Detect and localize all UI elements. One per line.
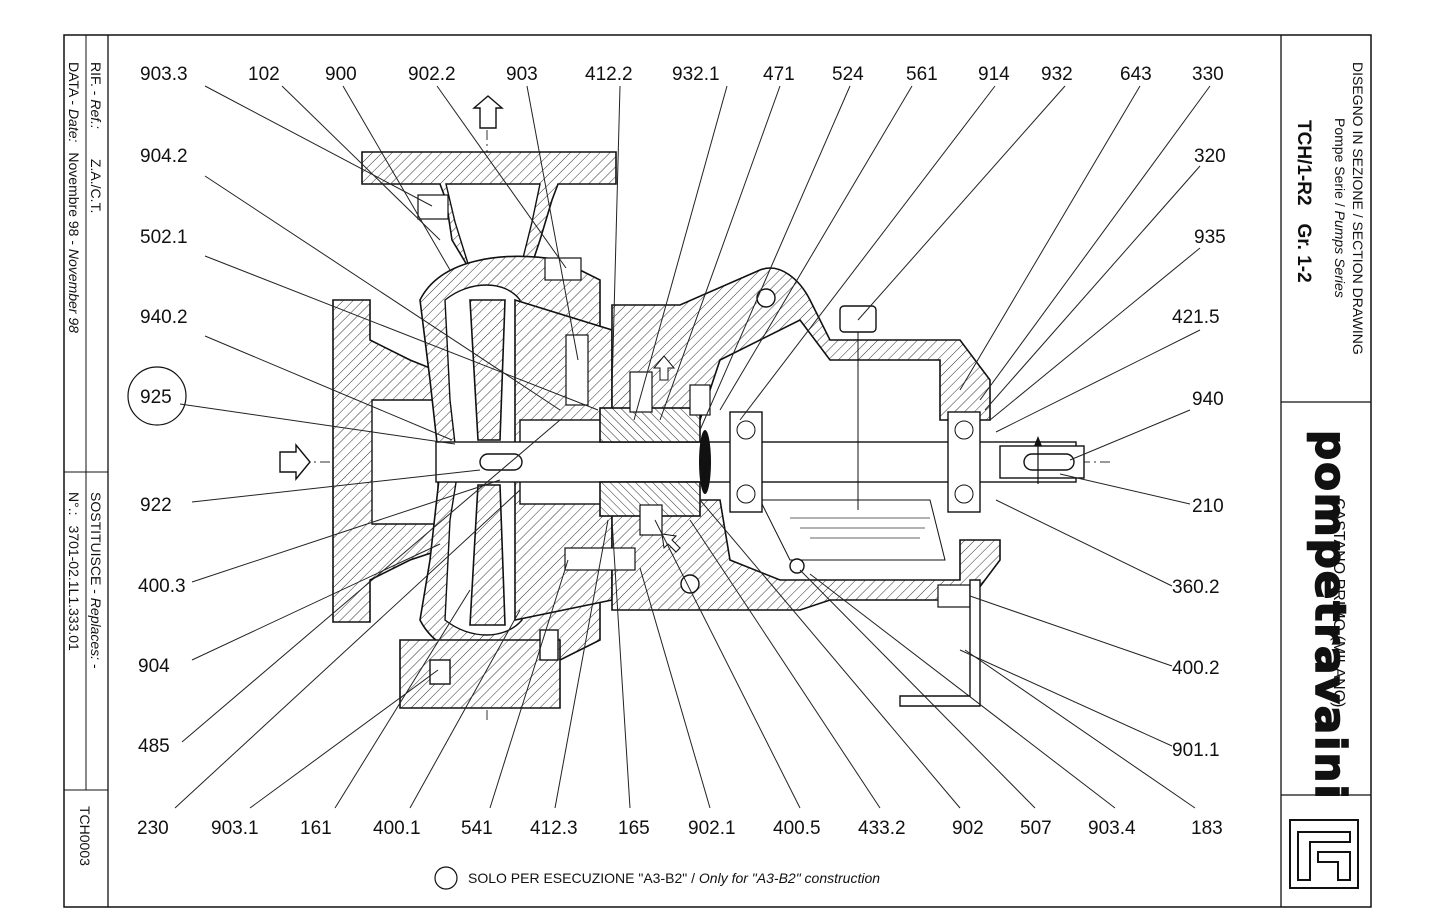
part-labels-right: 320 935 421.5 940 210 360.2 400.2 901.1: [1172, 146, 1226, 761]
part-label: 903.1: [211, 818, 259, 839]
drawing-heading: DISEGNO IN SEZIONE / SECTION DRAWING: [1350, 62, 1366, 355]
part-labels-top: 903.3 102 900 902.2 903 412.2 932.1 471 …: [140, 64, 1224, 85]
part-label: 507: [1020, 818, 1052, 839]
ref-line: RIF. - Ref.:Z.A./C.T.: [88, 62, 104, 213]
part-label: 903: [506, 64, 538, 85]
part-label: 421.5: [1172, 307, 1220, 328]
bearing-rear: [947, 411, 981, 513]
part-label: 932: [1041, 64, 1073, 85]
part-label: 485: [138, 736, 170, 757]
part-label: 412.3: [530, 818, 578, 839]
part-label: 433.2: [858, 818, 906, 839]
footnote-text: SOLO PER ESECUZIONE "A3-B2" / Only for "…: [468, 870, 880, 886]
suction-flow-arrow-icon: [279, 443, 311, 481]
part-label: 400.3: [138, 576, 186, 597]
part-label: 902.1: [688, 818, 736, 839]
date-line: DATA - Date:Novembre 98 - November 98: [66, 62, 82, 333]
part-label: 541: [461, 818, 493, 839]
replaces-line: SOSTITUISCE - Replaces: -: [88, 492, 104, 669]
part-label: 643: [1120, 64, 1152, 85]
part-label: 904.2: [140, 146, 188, 167]
part-label: 412.2: [585, 64, 633, 85]
part-label: 940: [1192, 389, 1224, 410]
part-label: 914: [978, 64, 1010, 85]
series-label: Pompe Serie / Pumps Series: [1332, 118, 1348, 298]
part-label: 935: [1194, 227, 1226, 248]
part-label: 502.1: [140, 227, 188, 248]
oil-flow-arrow-icon: [652, 355, 676, 381]
part-label: 400.2: [1172, 658, 1220, 679]
bearing-front: [729, 411, 763, 513]
part-label: 360.2: [1172, 577, 1220, 598]
part-label: 903.4: [1088, 818, 1136, 839]
part-label: 940.2: [140, 307, 188, 328]
part-label: 524: [832, 64, 864, 85]
part-label: 901.1: [1172, 740, 1220, 761]
part-label: 925: [140, 387, 172, 408]
discharge-flow-arrow-icon: [472, 95, 504, 129]
part-label: 922: [140, 495, 172, 516]
optional-part-circle: [127, 366, 187, 426]
part-label: 161: [300, 818, 332, 839]
part-label: 903.3: [140, 64, 188, 85]
part-label: 900: [325, 64, 357, 85]
part-label: 165: [618, 818, 650, 839]
part-label: 102: [248, 64, 280, 85]
part-label: 400.1: [373, 818, 421, 839]
part-label: 932.1: [672, 64, 720, 85]
optional-marker-icon: [434, 866, 458, 890]
part-label: 210: [1192, 496, 1224, 517]
leader-lines: [174, 85, 1211, 809]
part-label: 330: [1192, 64, 1224, 85]
footnote: SOLO PER ESECUZIONE "A3-B2" / Only for "…: [434, 866, 880, 890]
part-label: 183: [1191, 818, 1223, 839]
company-location: CASTANO PRIMO (MILANO): [1330, 498, 1347, 708]
model-code: TCH/1-R2Gr. 1-2: [1293, 120, 1314, 283]
brand-logo-text: pompetravaini: [1306, 430, 1355, 801]
company-logo-icon: [1289, 819, 1359, 889]
part-labels-left: 904.2 502.1 940.2 925 922 400.3 904 485: [127, 146, 188, 757]
part-labels-bottom: 230 903.1 161 400.1 541 412.3 165 902.1 …: [137, 818, 1223, 839]
part-label: 320: [1194, 146, 1226, 167]
drawing-code: TCH0003: [77, 806, 93, 866]
part-label: 230: [137, 818, 169, 839]
part-label: 561: [906, 64, 938, 85]
part-label: 902.2: [408, 64, 456, 85]
sheet-border: [63, 34, 1372, 908]
part-label: 400.5: [773, 818, 821, 839]
pump-section-drawing: [279, 95, 1110, 720]
number-line: N°.:3701-02.1L1.333.01: [66, 492, 82, 651]
part-label: 471: [763, 64, 795, 85]
part-label: 904: [138, 656, 170, 677]
part-label: 902: [952, 818, 984, 839]
